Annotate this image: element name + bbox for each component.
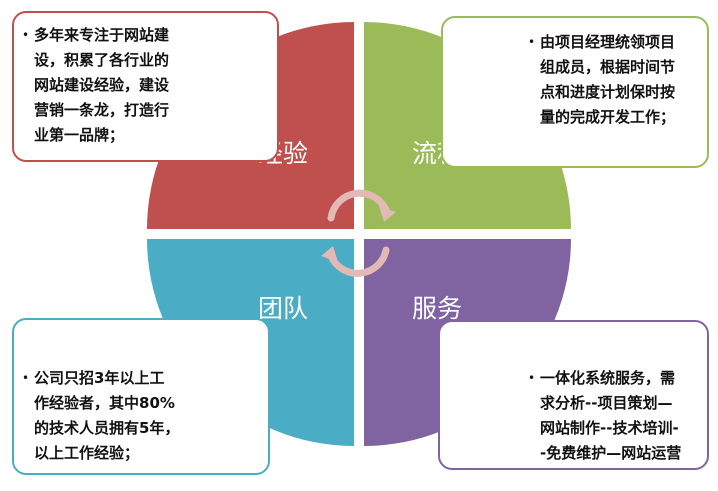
bullet: • <box>528 371 536 385</box>
circular-arrows-icon <box>327 189 390 277</box>
callout-service: • 一体化系统服务，需 求分析--项目策划— 网站制作--技术培训- -免费维护… <box>438 320 709 470</box>
callout-experience-text: 多年来专注于网站建 设，积累了各行业的 网站建设经验，建设 营销一条龙，打造行 … <box>34 26 170 144</box>
label-team: 团队 <box>258 294 308 323</box>
arrow-heads <box>321 206 396 262</box>
callout-process: • 由项目经理统领项目 组成员，根据时间节 点和进度计划保时按 量的完成开发工作… <box>441 16 709 168</box>
callout-team: • 公司只招3年以上工 作经验者，其中80% 的技术人员拥有5年， 以上工作经验… <box>12 318 270 475</box>
callout-team-text: 公司只招3年以上工 作经验者，其中80% 的技术人员拥有5年， 以上工作经验； <box>34 369 180 462</box>
bullet: • <box>528 35 536 49</box>
bullet: • <box>22 371 30 385</box>
label-service: 服务 <box>412 294 462 323</box>
callout-service-text: 一体化系统服务，需 求分析--项目策划— 网站制作--技术培训- -免费维护—网… <box>540 369 682 462</box>
bullet: • <box>22 28 30 42</box>
callout-experience: • 多年来专注于网站建 设，积累了各行业的 网站建设经验，建设 营销一条龙，打造… <box>12 11 279 162</box>
callout-process-text: 由项目经理统领项目 组成员，根据时间节 点和进度计划保时按 量的完成开发工作； <box>540 33 676 126</box>
